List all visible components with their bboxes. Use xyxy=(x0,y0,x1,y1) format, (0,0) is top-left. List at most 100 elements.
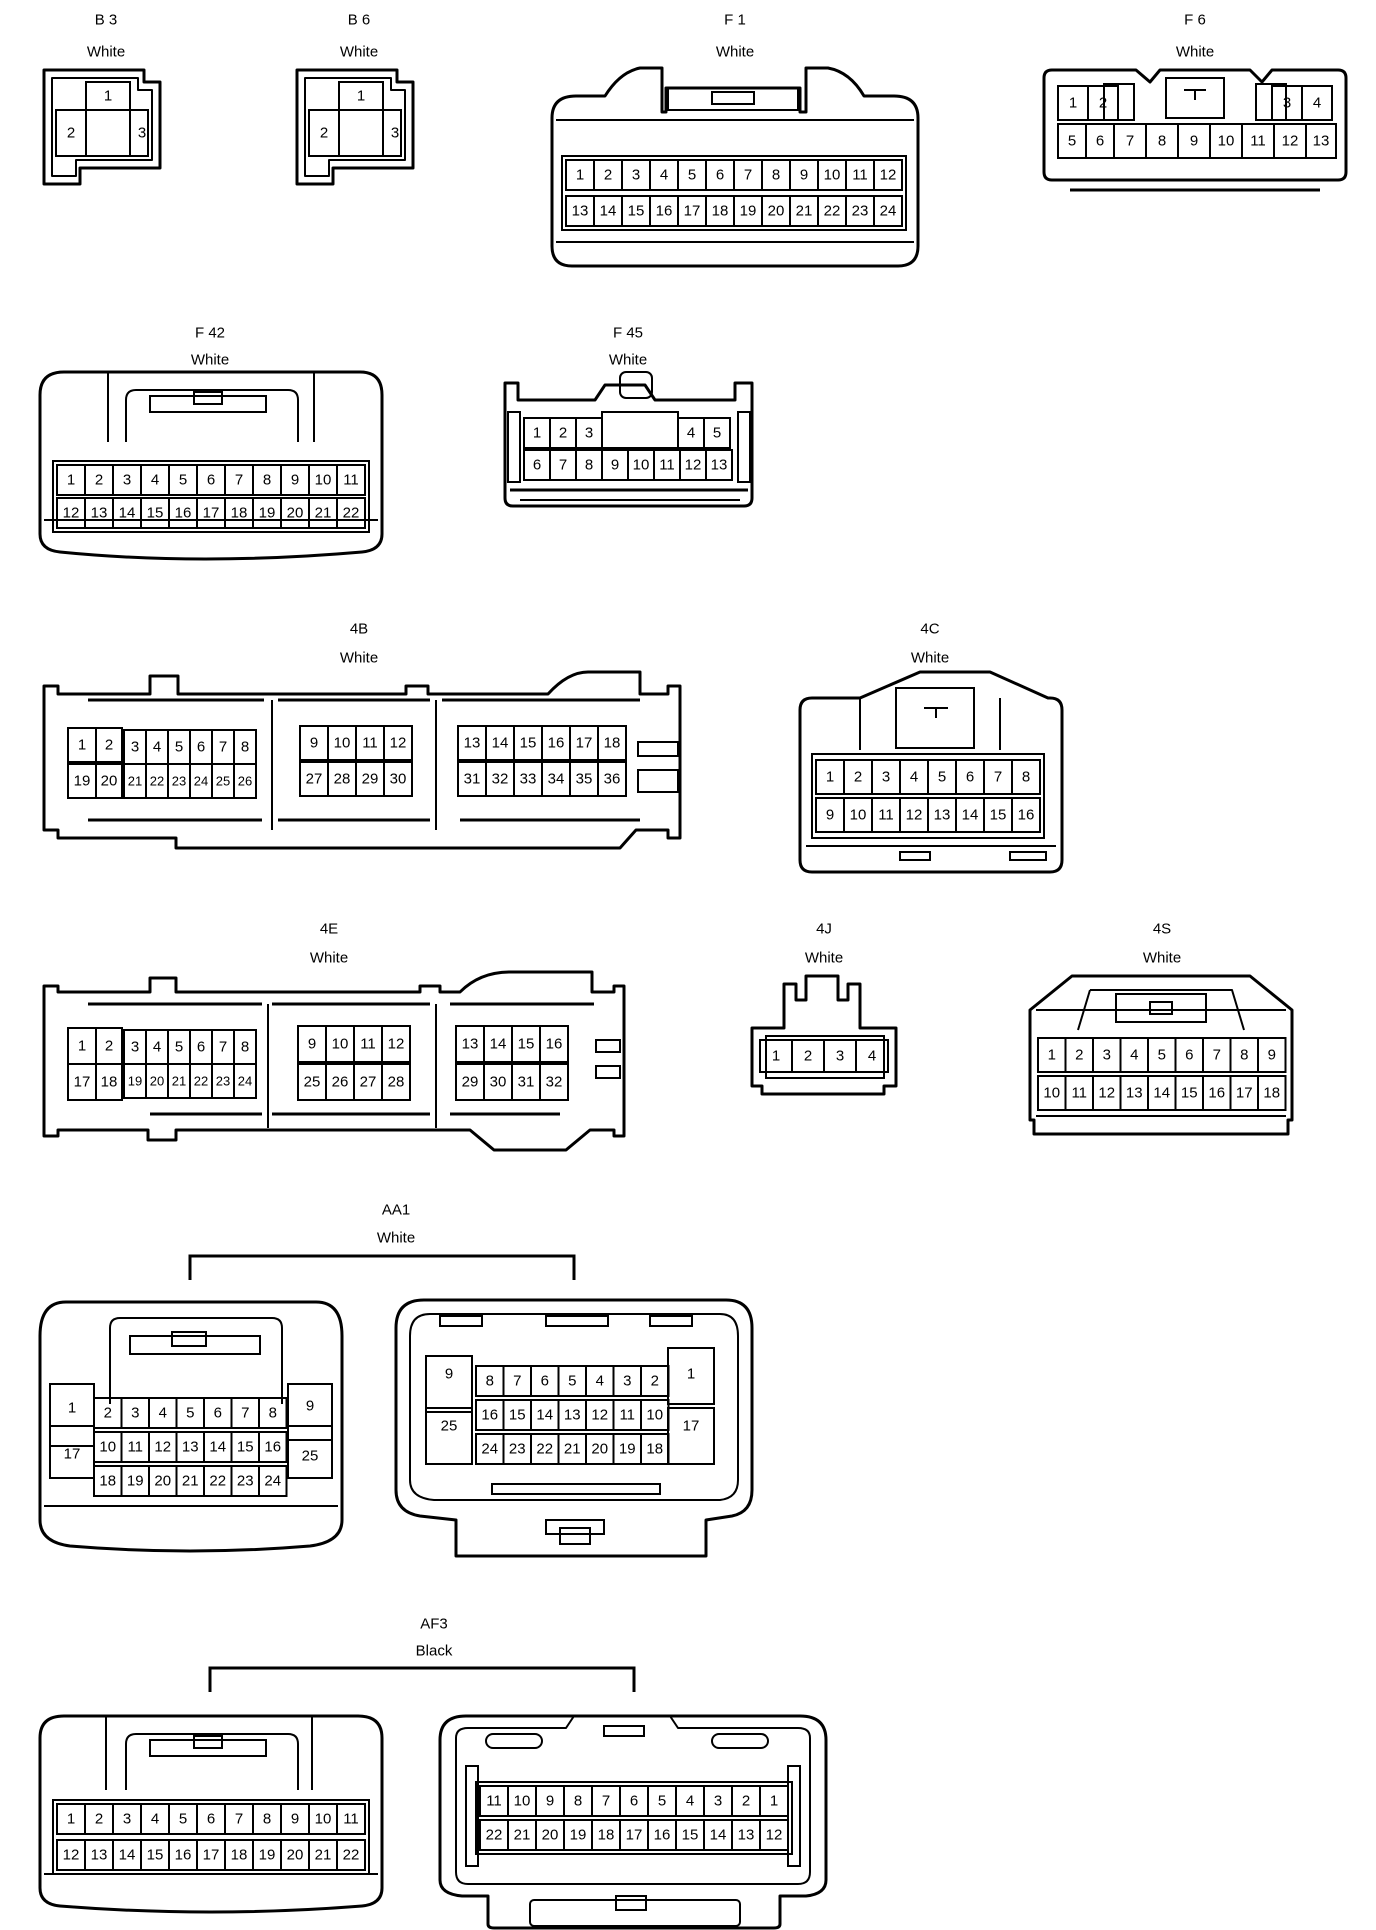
pin-number: 9 xyxy=(310,735,318,752)
pin-number: 21 xyxy=(564,1441,581,1458)
pin-number: 14 xyxy=(536,1407,553,1424)
latch xyxy=(1115,993,1207,1023)
pin-number: 18 xyxy=(712,203,729,220)
pin-number: 5 xyxy=(186,1405,194,1422)
pin-number: 28 xyxy=(388,1074,405,1091)
pin-number: 5 xyxy=(688,167,696,184)
pin-number: 7 xyxy=(241,1405,249,1422)
housing-detail xyxy=(425,1407,473,1465)
pin-number: 26 xyxy=(238,774,252,789)
pin-number: 29 xyxy=(462,1074,479,1091)
housing-inner xyxy=(304,77,406,177)
pin-number: 10 xyxy=(315,1811,332,1828)
connector-color-label: White xyxy=(716,44,754,61)
pin-number: 12 xyxy=(766,1827,783,1844)
housing-detail xyxy=(287,1425,333,1479)
pin-number: 15 xyxy=(990,807,1007,824)
pin-number: 6 xyxy=(214,1405,222,1422)
pin-number: 5 xyxy=(1158,1047,1166,1064)
pin-number: 15 xyxy=(628,203,645,220)
pin-number: 11 xyxy=(852,167,868,184)
pin-number: 13 xyxy=(1126,1085,1143,1102)
pin-number: 3 xyxy=(1103,1047,1111,1064)
pin-number: 16 xyxy=(1208,1085,1225,1102)
pin-number: 20 xyxy=(591,1441,608,1458)
housing-outline xyxy=(1042,68,1348,182)
pin-cavity xyxy=(336,464,366,496)
pin-number: 1 xyxy=(78,1038,86,1055)
pin-number: 15 xyxy=(509,1407,526,1424)
pin-number: 8 xyxy=(241,739,249,756)
pin-number: 11 xyxy=(1250,133,1266,150)
pin-number: 3 xyxy=(131,1039,139,1056)
connector-color-label: White xyxy=(911,650,949,667)
latch xyxy=(595,1065,621,1079)
pin-number: 18 xyxy=(598,1827,615,1844)
pin-number: 12 xyxy=(685,457,702,474)
pin-number: 19 xyxy=(74,773,91,790)
pin-number: 15 xyxy=(520,735,537,752)
latch xyxy=(603,1725,645,1737)
pin-cavity xyxy=(1305,123,1337,159)
pin-cavity xyxy=(597,725,627,761)
pin-block xyxy=(811,753,1045,839)
pin-number: 6 xyxy=(966,769,974,786)
pin-number: 16 xyxy=(264,1439,281,1456)
housing-detail xyxy=(737,411,751,483)
pin-number: 17 xyxy=(683,1418,700,1435)
pin-number: 13 xyxy=(464,735,481,752)
pin-number: 17 xyxy=(203,1847,220,1864)
pin-cavity xyxy=(1257,1037,1287,1073)
pin-number: 10 xyxy=(332,1036,349,1053)
pin-number: 22 xyxy=(486,1827,503,1844)
pin-number: 24 xyxy=(481,1441,498,1458)
pin-number: 3 xyxy=(138,125,146,142)
pin-cavity xyxy=(759,1785,789,1817)
pin-number: 1 xyxy=(67,472,75,489)
pin-cavity xyxy=(703,417,731,449)
pin-number: 9 xyxy=(611,457,619,474)
pin-number: 4 xyxy=(596,1373,604,1390)
pin-number: 9 xyxy=(1190,133,1198,150)
pin-number: 6 xyxy=(541,1373,549,1390)
pin-number: 34 xyxy=(548,771,565,788)
pin-number: 13 xyxy=(91,1847,108,1864)
pin-number: 2 xyxy=(67,125,75,142)
pin-number: 18 xyxy=(231,1847,248,1864)
pin-number: 10 xyxy=(1043,1085,1060,1102)
pin-number: 19 xyxy=(128,1074,142,1089)
housing-outline xyxy=(295,68,415,186)
pin-number: 12 xyxy=(154,1439,171,1456)
pin-number: 6 xyxy=(716,167,724,184)
pin-cavity xyxy=(381,1063,411,1101)
pin-number: 26 xyxy=(332,1074,349,1091)
pin-number: 4 xyxy=(1130,1047,1138,1064)
pin-number: 13 xyxy=(91,505,108,522)
pin-number: 14 xyxy=(490,1036,507,1053)
housing-detail xyxy=(545,1519,605,1535)
pin-number: 3 xyxy=(623,1373,631,1390)
pin-cavity xyxy=(640,1399,670,1431)
housing-detail xyxy=(1009,851,1047,861)
pin-number: 4 xyxy=(153,739,161,756)
pin-number: 21 xyxy=(796,203,813,220)
connector-label: 4S xyxy=(1153,921,1171,938)
pin-number: 17 xyxy=(626,1827,643,1844)
pin-number: 1 xyxy=(67,1811,75,1828)
pin-number: 15 xyxy=(147,505,164,522)
pin-number: 30 xyxy=(490,1074,507,1091)
pin-number: 13 xyxy=(1313,133,1330,150)
pin-number: 4 xyxy=(687,425,695,442)
pin-number: 2 xyxy=(742,1793,750,1810)
latch xyxy=(545,1315,609,1327)
pin-number: 3 xyxy=(836,1048,844,1065)
